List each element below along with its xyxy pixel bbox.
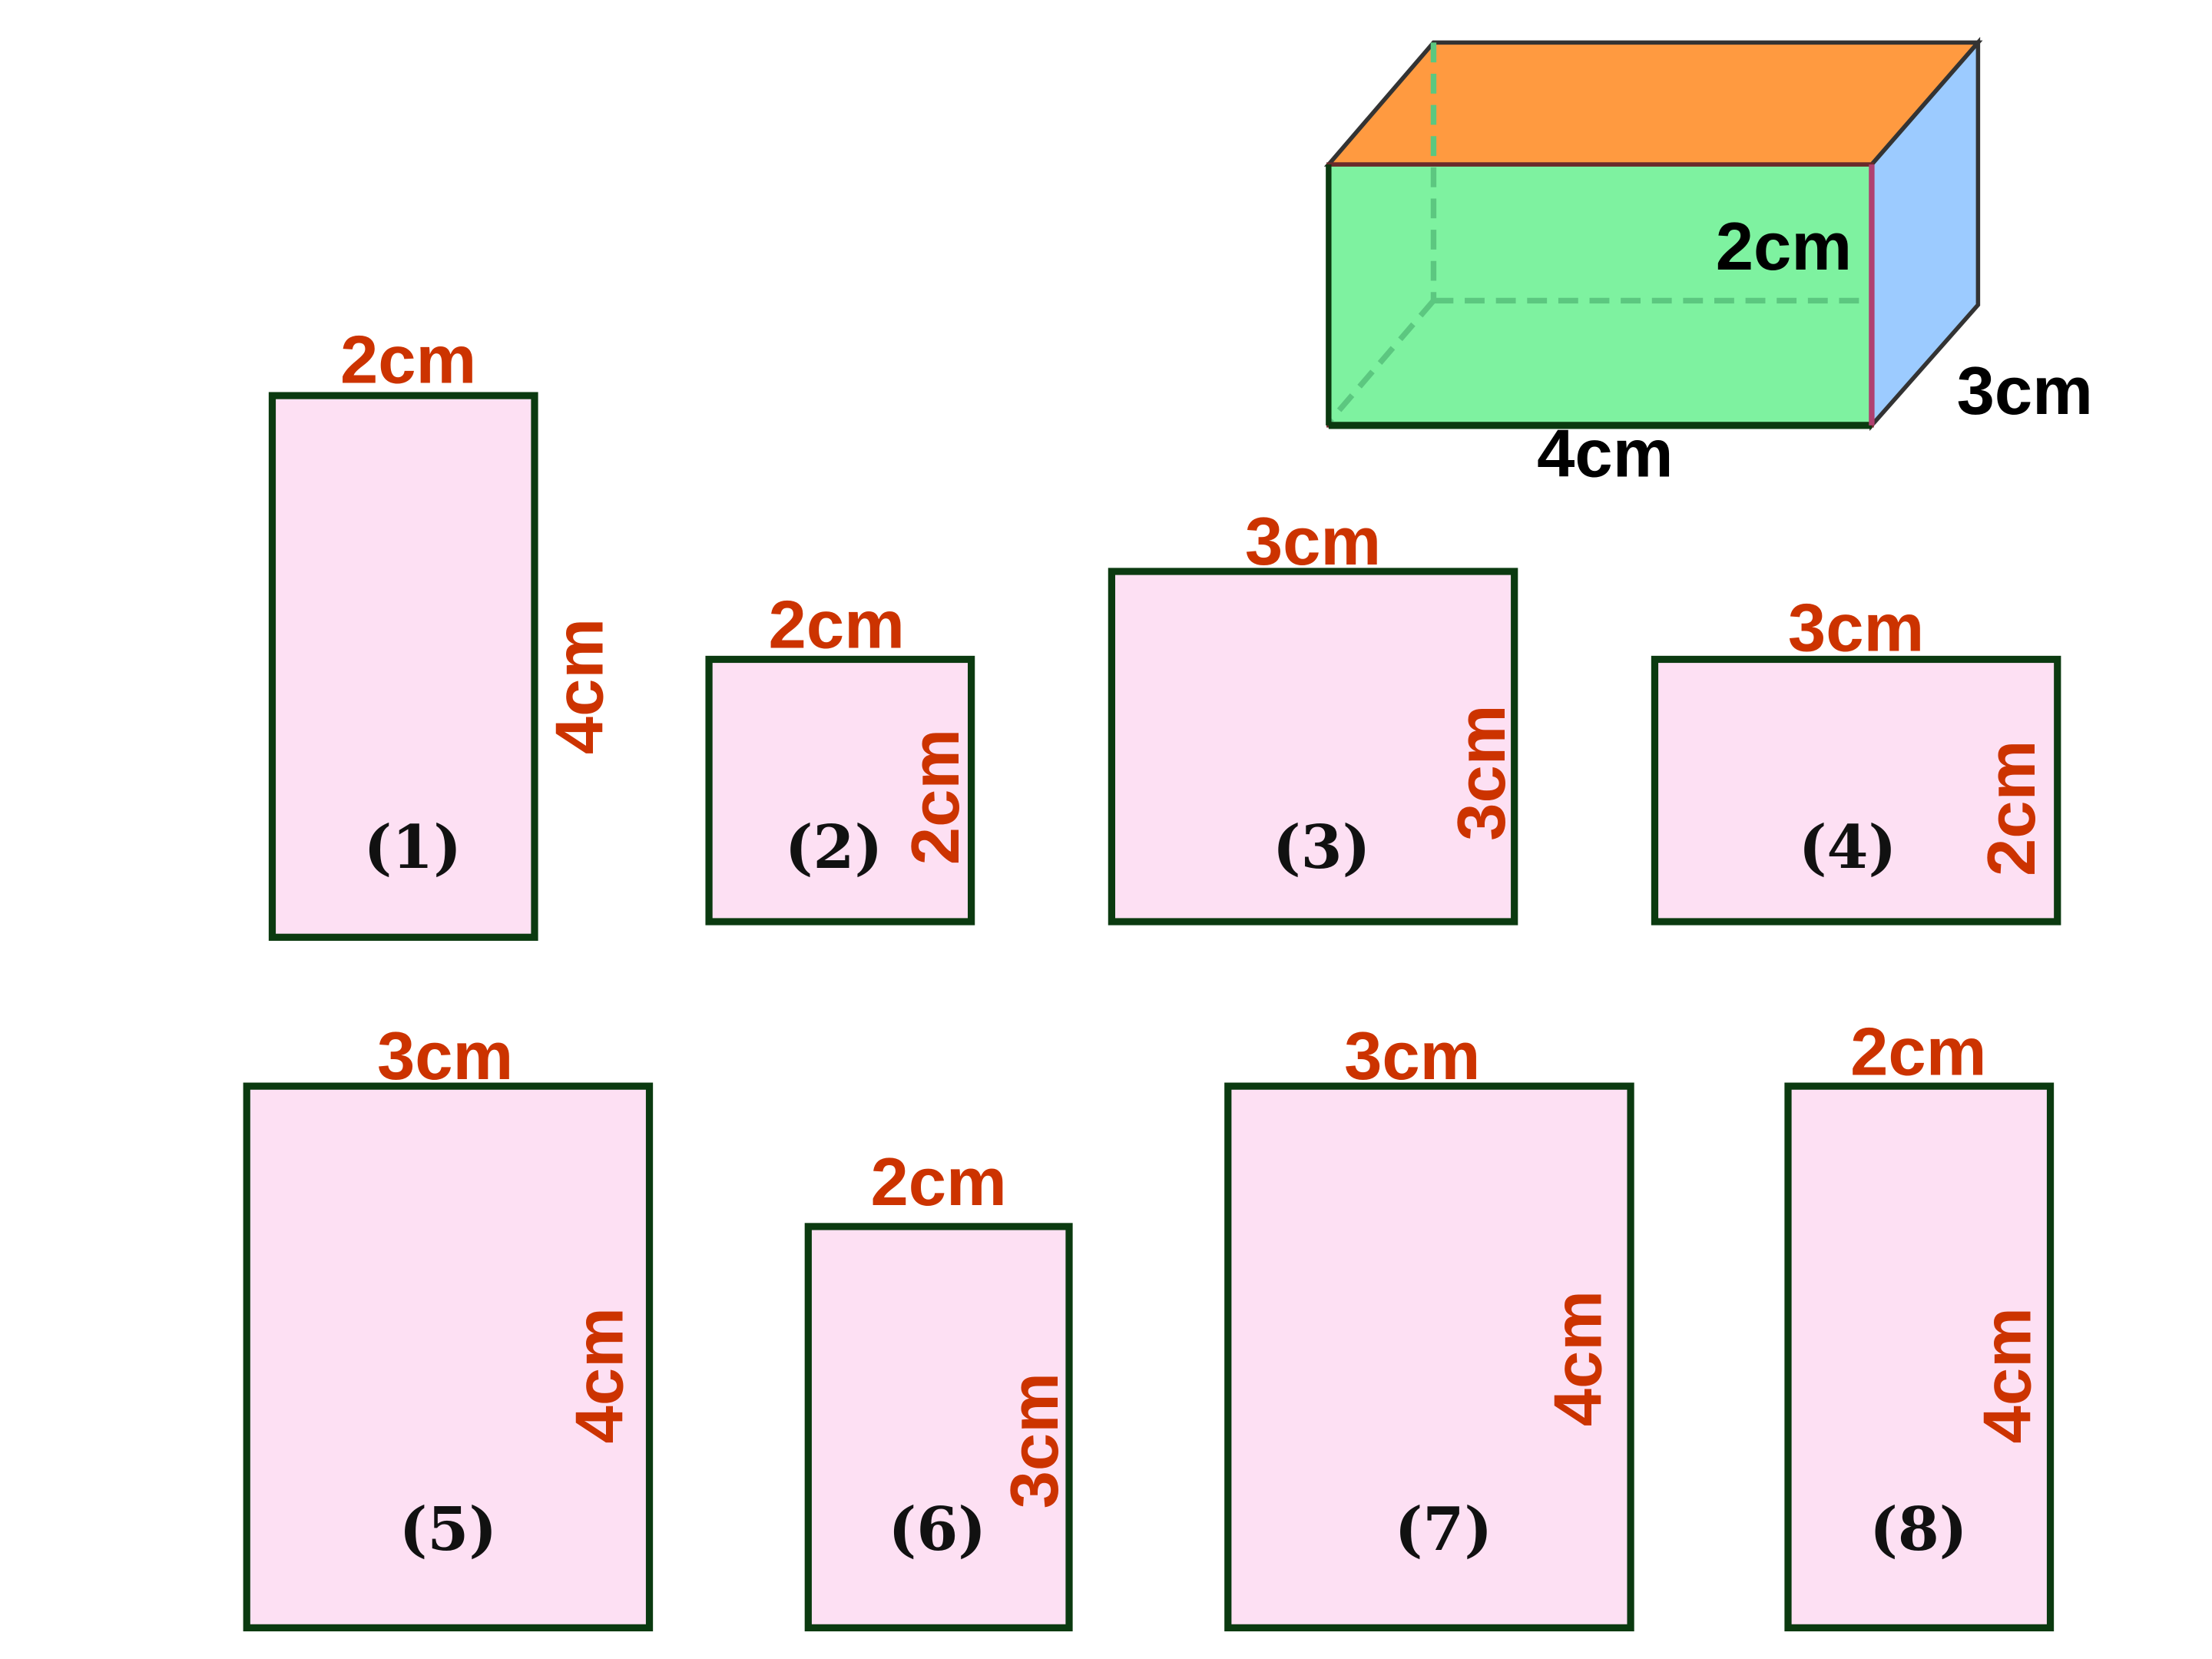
face-6-side-label: 3cm [996, 1373, 1072, 1508]
face-7-rect [1224, 1082, 1634, 1631]
face-7: 3cm 4cm (7) [1224, 1018, 1634, 1631]
face-1-number: (1) [364, 813, 462, 882]
face-5-side-label: 4cm [561, 1307, 637, 1443]
face-4: 3cm 2cm (4) [1651, 589, 2061, 926]
face-5-top-label: 3cm [377, 1018, 513, 1094]
cuboid-front-face [1328, 164, 1872, 426]
face-3: 3cm 3cm (3) [1108, 503, 1519, 926]
face-4-rect [1651, 655, 2061, 926]
face-2-top-label: 2cm [769, 587, 905, 663]
face-1-top-label: 2cm [340, 321, 476, 397]
face-2-rect [705, 655, 975, 926]
face-3-top-label: 3cm [1245, 503, 1381, 579]
cuboid-depth-label: 3cm [1957, 353, 2093, 429]
face-4-top-label: 3cm [1788, 589, 1924, 665]
face-5-number: (5) [399, 1495, 497, 1565]
face-6: 2cm 3cm (6) [804, 1144, 1073, 1631]
face-7-top-label: 3cm [1344, 1018, 1480, 1094]
face-3-rect [1108, 568, 1518, 926]
face-2-number: (2) [785, 813, 882, 882]
face-2: 2cm 2cm (2) [705, 587, 975, 926]
face-1: 2cm 4cm (1) [268, 321, 618, 941]
face-8-rect [1784, 1082, 2055, 1631]
face-6-rect [804, 1223, 1073, 1631]
face-6-top-label: 2cm [870, 1144, 1006, 1220]
cuboid: 2cm 3cm 4cm [1323, 36, 2093, 491]
face-8-number: (8) [1869, 1495, 1967, 1565]
face-8-side-label: 4cm [1969, 1307, 2045, 1443]
face-1-rect [268, 392, 538, 941]
face-4-side-label: 2cm [1973, 740, 2049, 876]
face-3-side-label: 3cm [1443, 704, 1519, 840]
cuboid-length-label: 4cm [1537, 415, 1673, 491]
face-6-number: (6) [889, 1495, 986, 1565]
face-7-side-label: 4cm [1539, 1290, 1615, 1426]
cuboid-height-label: 2cm [1716, 208, 1852, 284]
cuboid-hidden-edges [1326, 42, 1872, 425]
face-8: 2cm 4cm (8) [1784, 1013, 2055, 1631]
cuboid-top-face [1323, 40, 1983, 167]
face-4-number: (4) [1799, 813, 1896, 882]
face-1-side-label: 4cm [541, 618, 618, 754]
face-7-number: (7) [1395, 1495, 1492, 1565]
face-3-number: (3) [1273, 813, 1370, 882]
face-5-rect [243, 1082, 654, 1631]
face-5: 3cm 4cm (5) [243, 1018, 654, 1631]
face-2-side-label: 2cm [897, 729, 973, 865]
face-8-top-label: 2cm [1850, 1013, 1986, 1089]
